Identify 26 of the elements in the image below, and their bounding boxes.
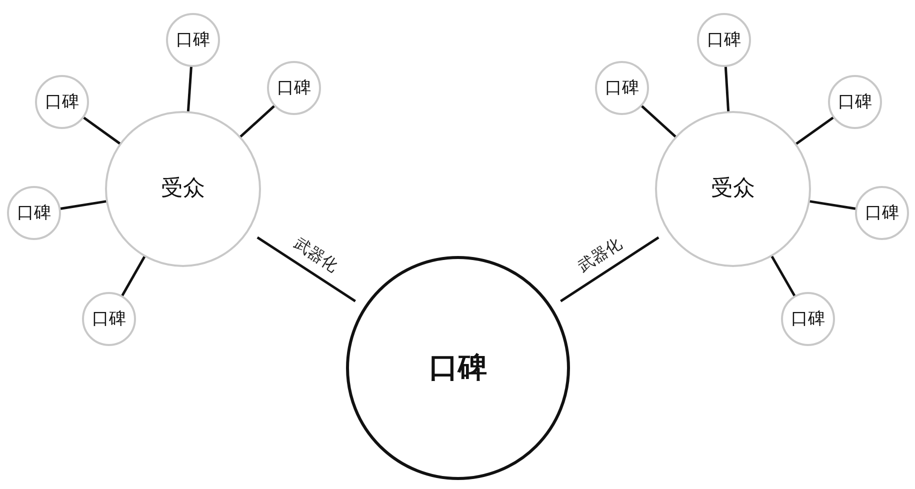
connector-line <box>120 255 146 298</box>
connector-line <box>82 116 122 146</box>
connector-line <box>770 254 796 298</box>
connector-line <box>256 236 356 302</box>
connector-line <box>238 104 276 138</box>
circle-node: 口碑 <box>595 61 649 115</box>
hub-circle: 受众 <box>105 111 261 267</box>
circle-node: 口碑 <box>35 75 89 129</box>
connector-line <box>186 66 193 112</box>
connector-line <box>59 200 108 210</box>
connector-line <box>808 200 857 210</box>
connector-line <box>724 66 730 112</box>
circle-node: 口碑 <box>267 61 321 115</box>
connector-line <box>794 116 835 146</box>
circle-node: 口碑 <box>166 13 220 67</box>
connector-line <box>640 104 678 138</box>
center-circle: 口碑 <box>346 256 570 480</box>
hub-circle: 受众 <box>655 111 811 267</box>
circle-node: 口碑 <box>82 292 136 346</box>
edge-label: 武器化 <box>291 235 340 275</box>
circle-node: 口碑 <box>781 292 835 346</box>
circle-node: 口碑 <box>697 13 751 67</box>
connector-line <box>560 236 660 302</box>
circle-node: 口碑 <box>855 186 909 240</box>
circle-node: 口碑 <box>7 186 61 240</box>
circle-node: 口碑 <box>828 75 882 129</box>
